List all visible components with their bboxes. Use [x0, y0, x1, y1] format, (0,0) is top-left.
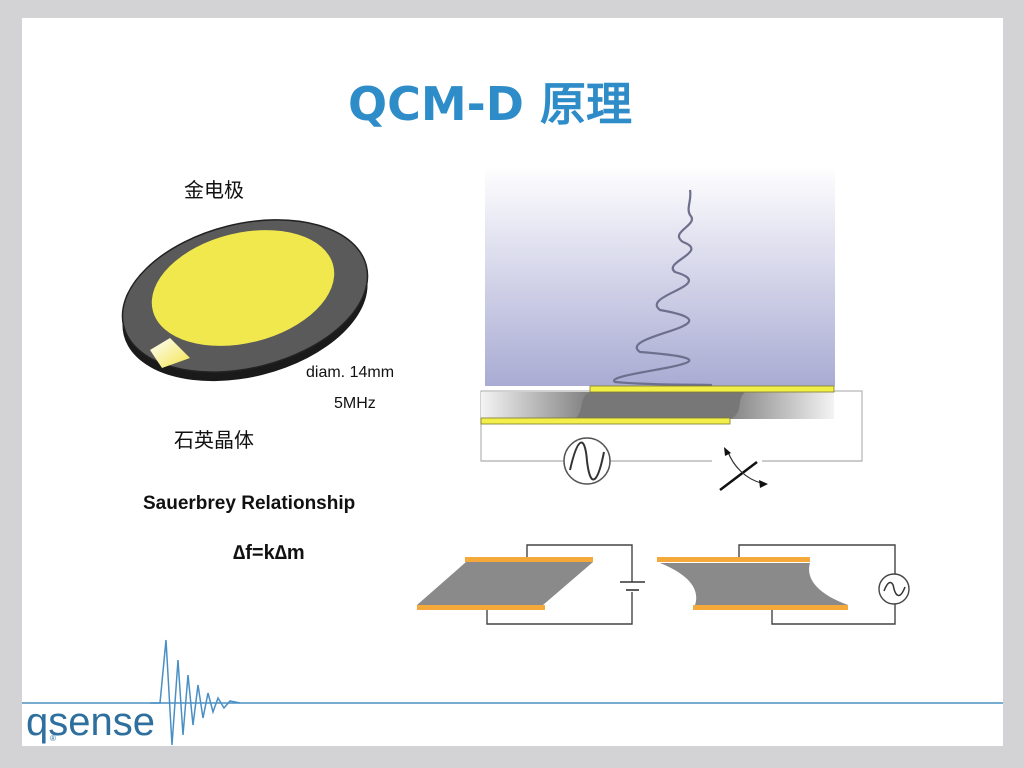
liquid-shear-wave-illustration	[485, 166, 835, 387]
ac-wire-bottom	[771, 604, 896, 625]
dc-shear-diagram	[417, 544, 645, 625]
gold-electrode	[151, 230, 335, 346]
diameter-label: diam. 14mm	[306, 364, 395, 381]
crystal-side-view	[480, 385, 863, 491]
bottom-electrode-strip	[480, 417, 731, 425]
registered-mark: ®	[50, 734, 56, 743]
ac-wire-top	[738, 544, 896, 574]
quartz-crystal-label: 石英晶体	[174, 428, 254, 452]
sine-small-icon	[883, 581, 906, 597]
dc-wire-top	[526, 544, 633, 582]
sheared-crystal-dc	[417, 562, 593, 605]
dc-wire-bottom	[486, 592, 633, 625]
qsense-logo: qsense	[26, 700, 155, 745]
logo-text: qsense	[26, 700, 155, 744]
sauerbrey-formula: ∆f=k∆m	[233, 542, 305, 564]
sauerbrey-heading: Sauerbrey Relationship	[143, 493, 356, 514]
switch-lever	[719, 461, 758, 491]
arrow-head-right-icon	[759, 480, 768, 488]
liquid-region	[485, 166, 835, 386]
gold-electrode-label: 金电极	[184, 178, 244, 202]
logo-wave-graphic	[22, 639, 1003, 746]
arrow-head-up-icon	[724, 447, 731, 456]
switch-gap	[712, 455, 762, 467]
ac-bottom-electrode	[693, 605, 848, 610]
sine-wave-icon	[569, 441, 605, 481]
shear-deformation	[575, 388, 834, 419]
ac-top-electrode	[657, 557, 810, 562]
shear-wave-curve	[613, 189, 713, 387]
top-electrode-strip	[589, 385, 835, 393]
dc-top-electrode	[465, 557, 593, 562]
decay-wave	[150, 639, 241, 746]
electrode-tab	[150, 338, 190, 368]
dc-bottom-electrode	[417, 605, 545, 610]
ac-shear-diagram	[657, 544, 910, 625]
sheared-crystal-ac	[660, 563, 848, 605]
slide-title: QCM-D 原理	[348, 77, 632, 131]
frequency-label: 5MHz	[334, 395, 376, 412]
quartz-disc-illustration	[121, 219, 369, 382]
